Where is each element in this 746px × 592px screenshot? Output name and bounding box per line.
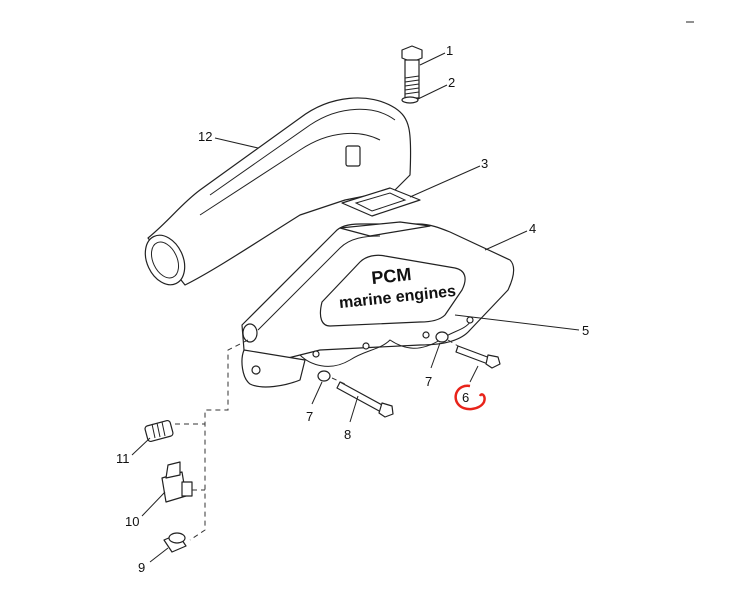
callout-1: 1 <box>446 43 453 58</box>
callout-7a: 7 <box>425 374 432 389</box>
callout-2: 2 <box>448 75 455 90</box>
logo-pcm: PCM <box>370 264 412 288</box>
gasket-3 <box>341 187 421 217</box>
bolt-path <box>331 339 459 385</box>
bolt-6 <box>455 345 501 369</box>
callout-9: 9 <box>138 560 145 575</box>
bolt-1 <box>401 45 423 99</box>
washer-7b <box>317 370 331 382</box>
elbow-fitting-10 <box>161 461 193 503</box>
callout-4: 4 <box>529 221 536 236</box>
callout-10: 10 <box>125 514 139 529</box>
fitting-11 <box>144 419 174 443</box>
exhaust-elbow <box>144 97 412 286</box>
callout-7b: 7 <box>306 409 313 424</box>
exhaust-manifold: PCM marine engines <box>241 221 515 388</box>
plug-9 <box>163 532 187 553</box>
leader-lines <box>131 52 580 563</box>
bolt-8 <box>336 381 394 418</box>
assembly-path <box>175 339 249 541</box>
highlight-circle <box>454 384 486 411</box>
callout-11: 11 <box>116 451 130 466</box>
washer-2 <box>401 96 419 104</box>
callout-5: 5 <box>582 323 589 338</box>
callout-3: 3 <box>481 156 488 171</box>
callout-6: 6 <box>462 390 469 405</box>
washer-7a <box>435 331 449 343</box>
callout-8: 8 <box>344 427 351 442</box>
callout-12: 12 <box>198 129 212 144</box>
